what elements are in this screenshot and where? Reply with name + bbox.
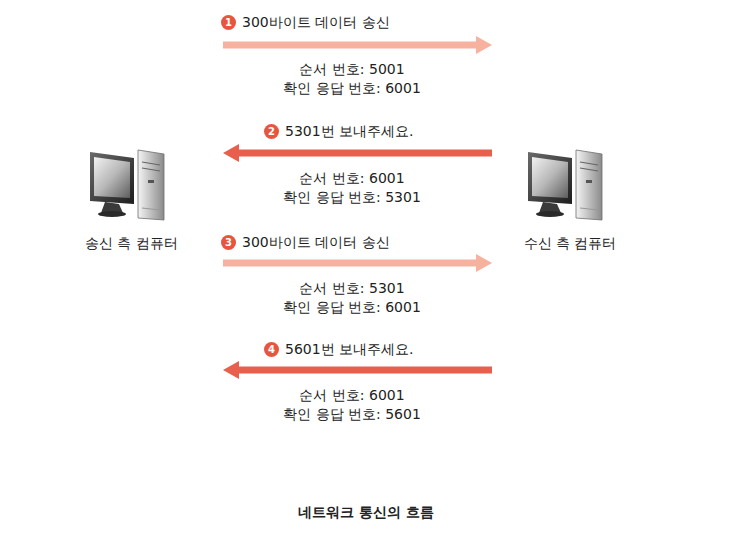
header-field: 확인 응답 번호: 5601 bbox=[281, 405, 423, 423]
message-arrow bbox=[223, 260, 478, 267]
computer-label: 수신 측 컴퓨터 bbox=[492, 234, 648, 252]
header-field: 확인 응답 번호: 6001 bbox=[281, 79, 423, 97]
message-arrow bbox=[237, 150, 492, 157]
header-field: 순서 번호: 6001 bbox=[297, 169, 406, 187]
header-field: 순서 번호: 5001 bbox=[297, 60, 406, 78]
message-arrow bbox=[223, 42, 478, 49]
figure-caption: 네트워크 통신의 흐름 bbox=[298, 503, 434, 521]
computer-node: 송신 측 컴퓨터 bbox=[40, 15, 223, 440]
computer-node: 수신 측 컴퓨터 bbox=[492, 15, 648, 440]
header-field: 순서 번호: 5301 bbox=[297, 279, 406, 297]
header-field: 확인 응답 번호: 6001 bbox=[281, 298, 423, 316]
computer-label: 송신 측 컴퓨터 bbox=[40, 234, 223, 252]
message-label: 5301번 보내주세요. bbox=[283, 122, 416, 140]
message-label: 300바이트 데이터 송신 bbox=[240, 233, 392, 251]
callout-number: 1 bbox=[221, 15, 236, 30]
header-field: 확인 응답 번호: 5301 bbox=[281, 188, 423, 206]
message-label: 300바이트 데이터 송신 bbox=[240, 13, 392, 31]
callout-number: 3 bbox=[221, 235, 236, 250]
receiver-computer-icon bbox=[528, 150, 602, 220]
header-field: 순서 번호: 6001 bbox=[297, 386, 406, 404]
message-arrow bbox=[237, 367, 492, 374]
message-label: 5601번 보내주세요. bbox=[283, 340, 416, 358]
callout-number: 2 bbox=[264, 124, 279, 139]
callout-number: 4 bbox=[264, 342, 279, 357]
sender-computer-icon bbox=[90, 150, 164, 220]
